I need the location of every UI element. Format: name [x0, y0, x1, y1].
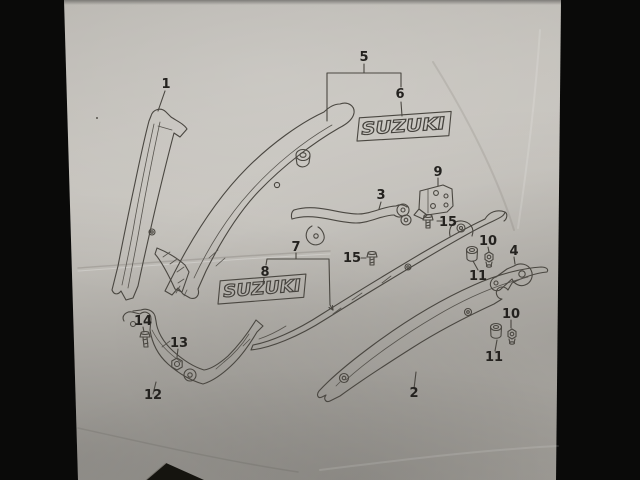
callout-13-13: 13	[170, 336, 188, 351]
part2-lower-panel-drawing	[317, 266, 549, 403]
suzuki-emblem-lower: SUZUKI	[217, 273, 307, 305]
callout-11-16: 11	[485, 350, 503, 365]
callout-2-17: 2	[409, 386, 418, 401]
callout-10-15: 10	[502, 307, 520, 322]
callout-5-6-bracket	[326, 63, 403, 122]
screw-15b-icon	[360, 250, 378, 266]
callout-3-4: 3	[376, 188, 385, 203]
suzuki-emblem-upper: SUZUKI	[356, 110, 452, 142]
callout-6-2: 6	[395, 87, 404, 102]
callout-14-12: 14	[134, 314, 152, 329]
callout-7-6: 7	[291, 240, 300, 255]
callout-15-5: 15	[439, 215, 457, 230]
spacer-bolt-10a-icon	[465, 245, 494, 271]
suzuki-emblem-upper-text: SUZUKI	[361, 114, 446, 140]
callout-8-7: 8	[260, 265, 269, 280]
paper-creases	[77, 29, 559, 473]
callout-11-11: 11	[469, 269, 487, 284]
callout-15-8: 15	[343, 251, 361, 266]
callout-5-1: 5	[359, 50, 368, 65]
part9-bracket-drawing	[413, 177, 454, 220]
screw-15a-icon	[422, 213, 443, 229]
callout-9-3: 9	[433, 165, 442, 180]
callout-10-9: 10	[479, 234, 497, 249]
part12-bracket-drawing	[122, 308, 264, 395]
strip-panel-drawing	[250, 210, 508, 351]
part4-bracket-drawing	[489, 256, 533, 292]
callout-4-10: 4	[509, 244, 518, 259]
part1-side-panel-drawing	[111, 90, 190, 301]
center-panel-drawing	[164, 102, 355, 299]
screw-14-icon	[139, 326, 151, 348]
dark-object-bottom	[145, 462, 204, 480]
spacer-bolt-10b-icon	[489, 319, 517, 352]
callout-12-14: 12	[144, 388, 162, 403]
nut-13-icon	[171, 348, 183, 371]
part3-brace-drawing	[290, 201, 412, 246]
callout-1-0: 1	[161, 77, 170, 92]
